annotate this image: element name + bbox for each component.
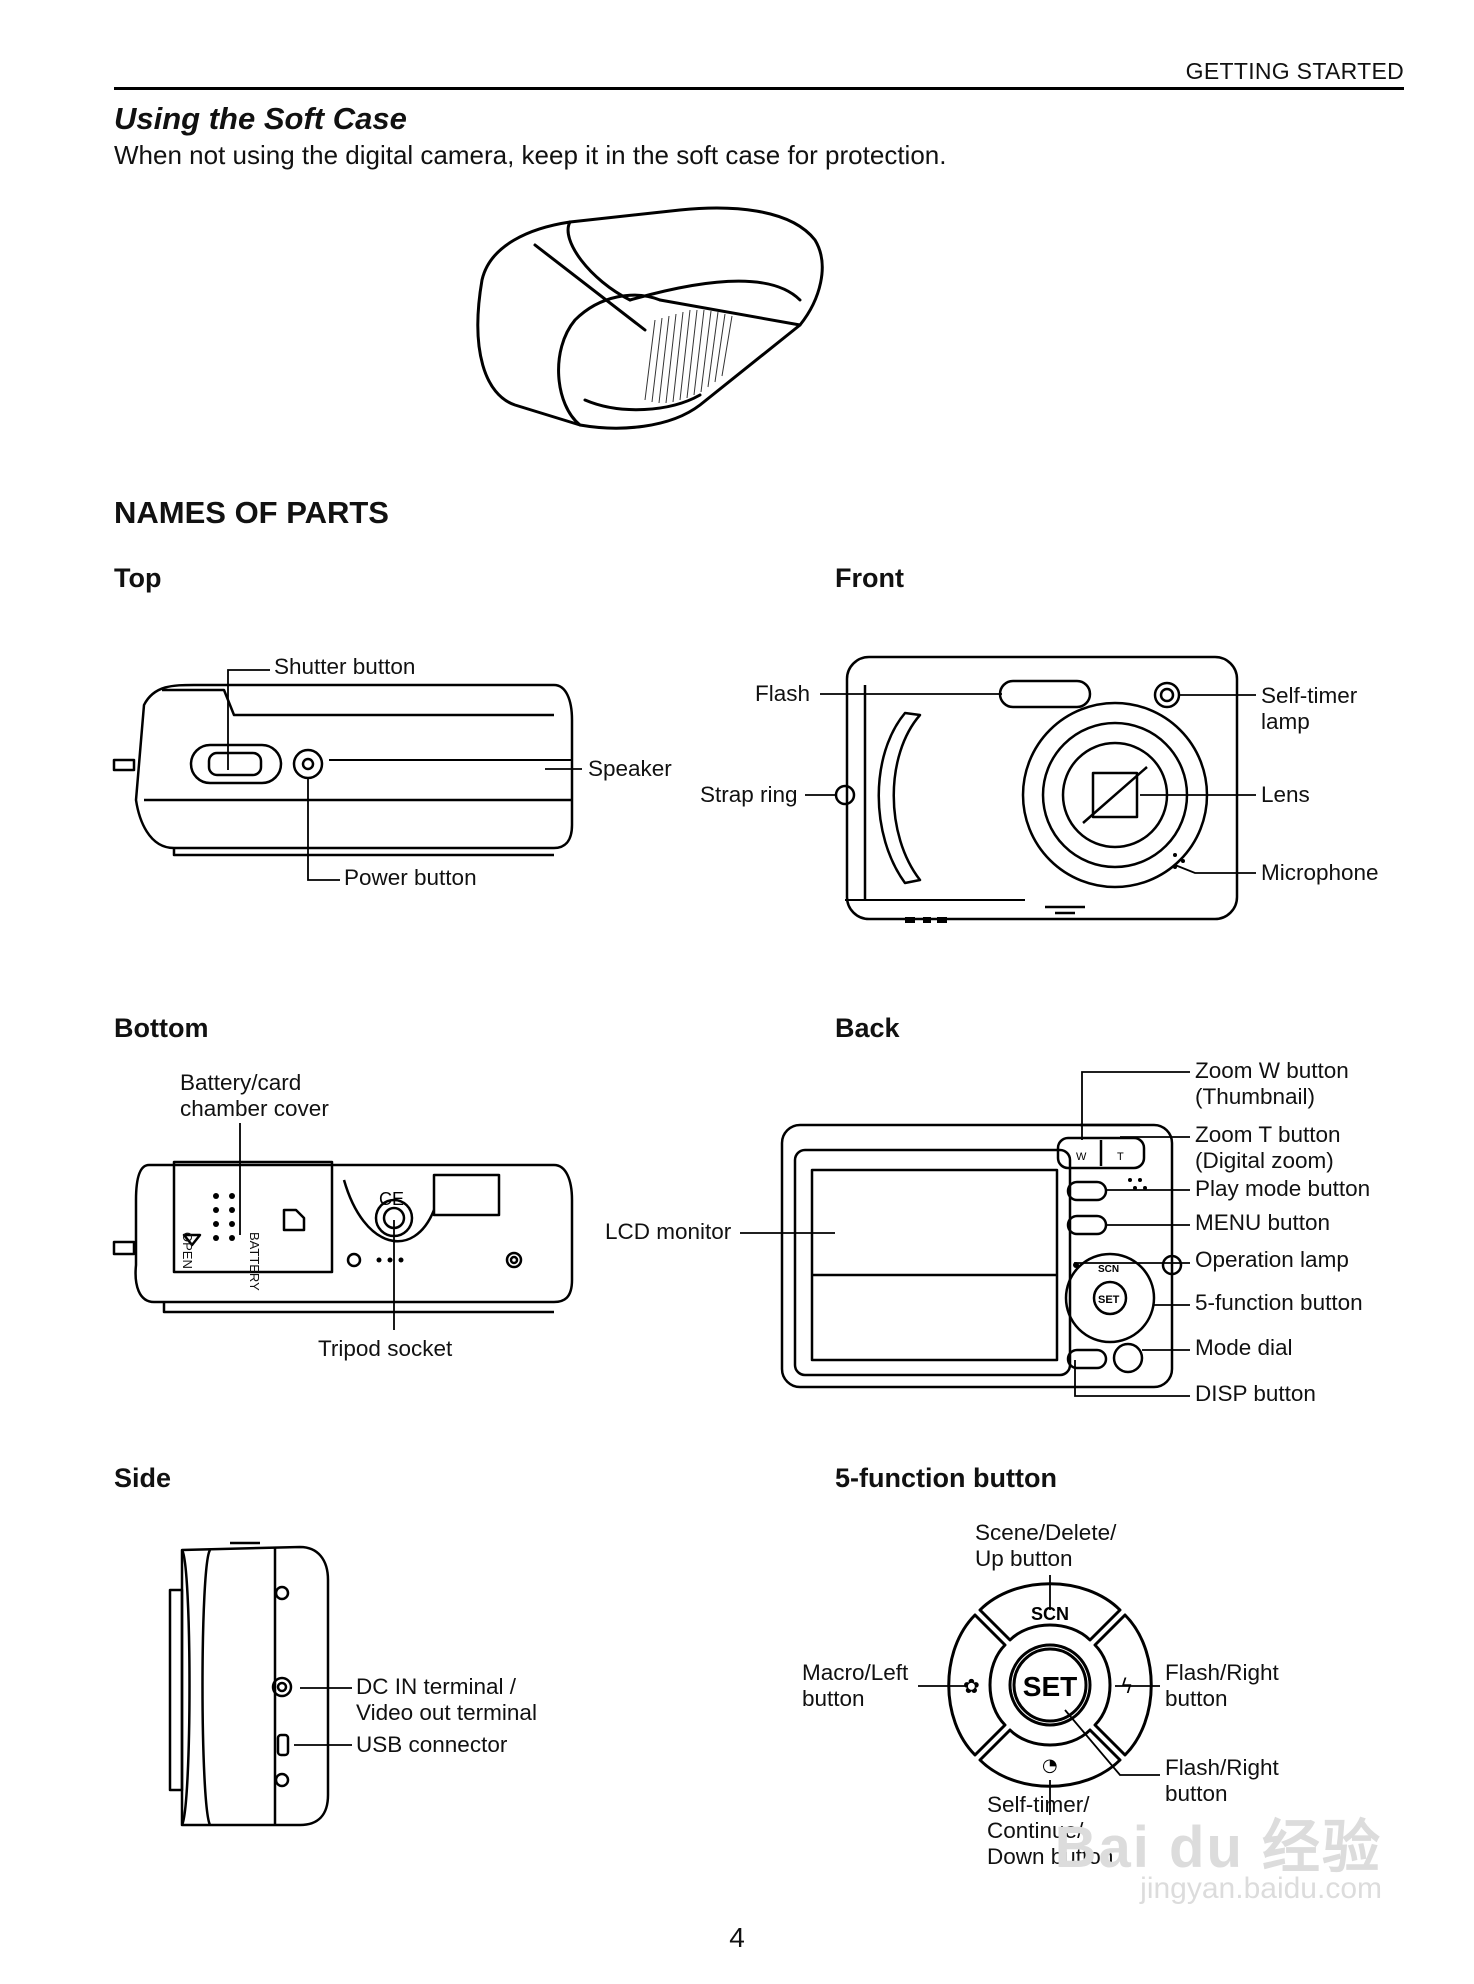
label-power-button: Power button <box>344 865 477 890</box>
label-zoom-t: Zoom T button (Digital zoom) <box>1195 1122 1341 1173</box>
label-dc-in-terminal: DC IN terminal / Video out terminal <box>356 1674 537 1725</box>
page-number: 4 <box>729 1922 745 1953</box>
label-five-function: 5-function button <box>1195 1290 1363 1315</box>
label-tripod-socket: Tripod socket <box>318 1336 453 1361</box>
label-microphone: Microphone <box>1261 860 1379 885</box>
camera-front-view <box>845 655 1240 923</box>
camera-back-view: W T SCN SET <box>780 1120 1175 1390</box>
label-flash: Flash <box>755 681 811 706</box>
soft-case-text: When not using the digital camera, keep … <box>114 140 947 170</box>
label-lcd-monitor: LCD monitor <box>605 1219 732 1244</box>
label-disp-button: DISP button <box>1195 1381 1316 1406</box>
label-operation-lamp: Operation lamp <box>1195 1247 1349 1272</box>
soft-case-illustration <box>470 200 830 435</box>
label-zoom-w: Zoom W button (Thumbnail) <box>1195 1058 1349 1109</box>
five-printed-scn: SCN <box>1031 1604 1069 1624</box>
label-speaker: Speaker <box>588 756 672 781</box>
front-view-title: Front <box>835 563 904 593</box>
bottom-view-title: Bottom <box>114 1013 209 1043</box>
names-of-parts-heading: NAMES OF PARTS <box>114 495 389 530</box>
watermark-url: jingyan.baidu.com <box>1140 1872 1382 1905</box>
label-flash-right-2: Flash/Right button <box>1165 1755 1279 1806</box>
back-printed-w: W <box>1076 1151 1087 1163</box>
label-menu-button: MENU button <box>1195 1210 1331 1235</box>
label-battery-cover: Battery/card chamber cover <box>180 1070 329 1121</box>
label-usb-connector: USB connector <box>356 1732 508 1757</box>
watermark-brand: Bai du 经验 <box>1054 1815 1382 1880</box>
top-view-title: Top <box>114 563 162 593</box>
header-section: GETTING STARTED <box>1185 58 1404 84</box>
ce-mark: CE <box>379 1189 404 1209</box>
back-printed-set: SET <box>1098 1294 1120 1306</box>
macro-icon: ✿ <box>963 1674 980 1698</box>
label-mode-dial: Mode dial <box>1195 1335 1293 1360</box>
label-play-mode: Play mode button <box>1195 1176 1371 1201</box>
header-rule <box>114 87 1404 90</box>
label-shutter-button: Shutter button <box>274 654 416 679</box>
back-view-title: Back <box>835 1013 900 1043</box>
camera-side-view <box>170 1535 340 1835</box>
label-lens: Lens <box>1261 782 1310 807</box>
back-printed-scn: SCN <box>1098 1264 1119 1275</box>
camera-bottom-view: CE <box>114 1150 584 1320</box>
five-function-title: 5-function button <box>835 1463 1057 1493</box>
label-strap-ring: Strap ring <box>700 782 798 807</box>
label-self-timer-lamp: Self-timer lamp <box>1261 683 1358 734</box>
five-function-diagram: SCN SET ✿ ϟ ◔ <box>930 1565 1170 1805</box>
label-flash-right: Flash/Right button <box>1165 1660 1279 1711</box>
soft-case-title: Using the Soft Case <box>114 101 407 136</box>
label-macro-left: Macro/Left button <box>802 1660 909 1711</box>
self-timer-icon: ◔ <box>1042 1755 1058 1776</box>
back-printed-t: T <box>1117 1151 1124 1163</box>
side-view-title: Side <box>114 1463 172 1493</box>
camera-top-view <box>114 650 584 880</box>
label-up-button: Scene/Delete/ Up button <box>975 1520 1117 1571</box>
five-printed-set: SET <box>1023 1671 1077 1702</box>
label-down-button: Self-timer/ Continue/ Down button <box>987 1792 1114 1869</box>
